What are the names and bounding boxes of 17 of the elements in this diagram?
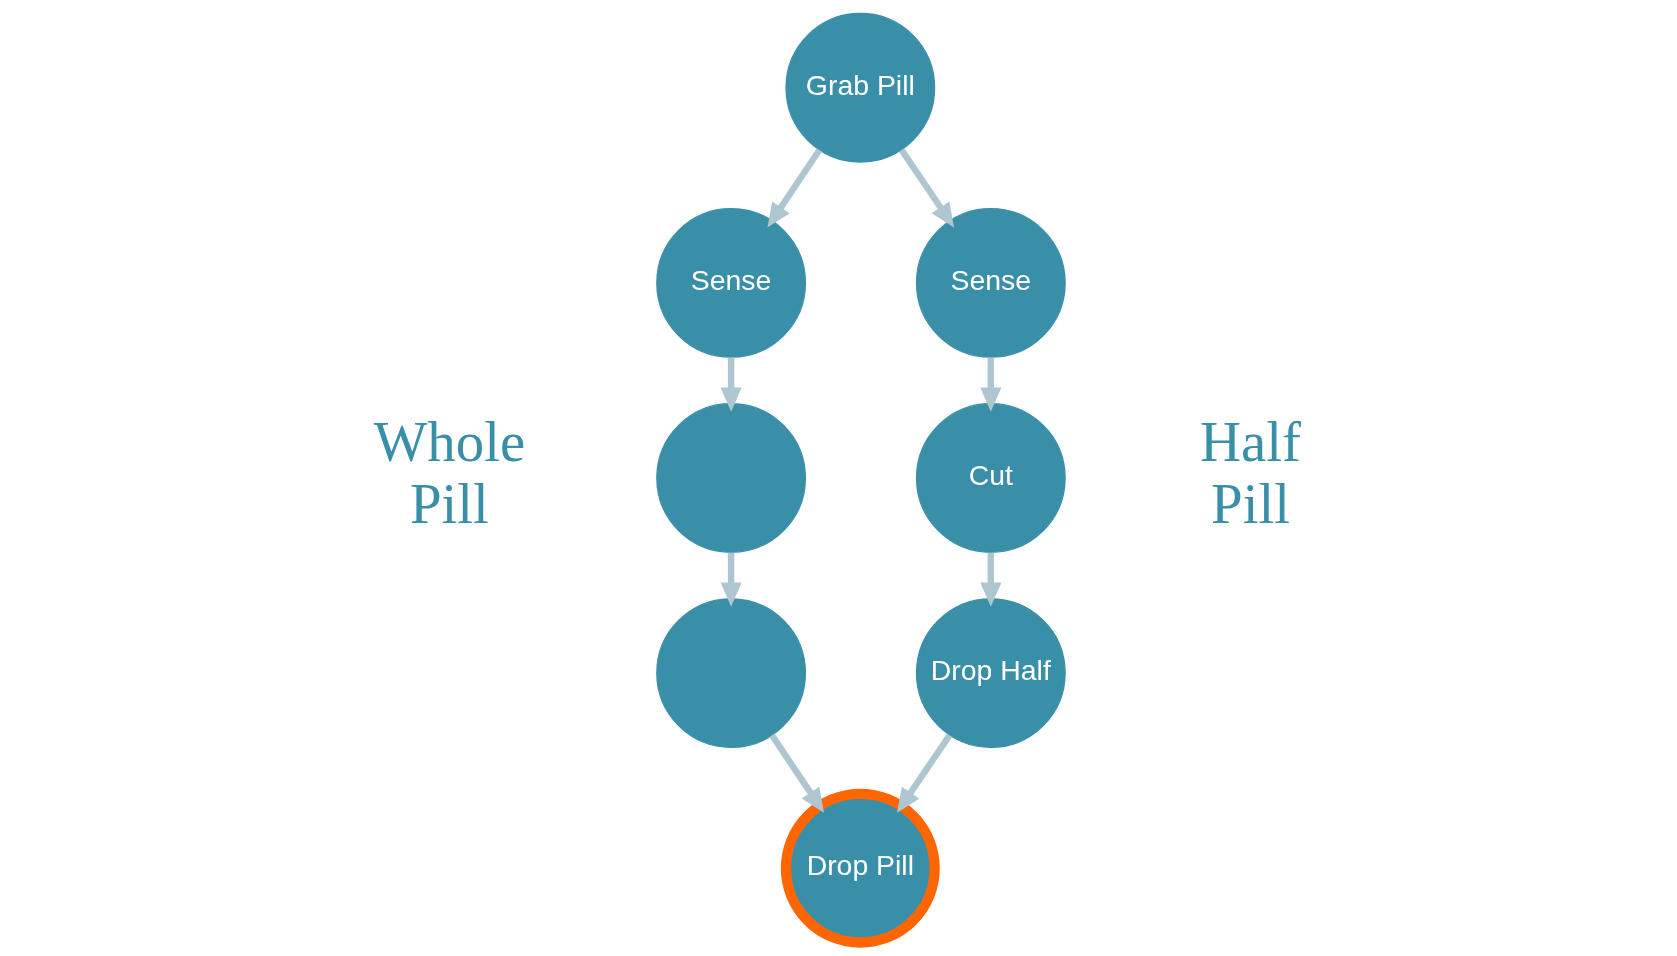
- arrow: [766, 148, 822, 228]
- node-circle: Grab Pill: [784, 12, 935, 163]
- arrow: [720, 552, 742, 607]
- label: Whole Pill: [373, 410, 525, 536]
- arrow: [898, 148, 954, 228]
- node-circle: Sense: [655, 207, 806, 358]
- arrow: [768, 733, 824, 813]
- node-circle: Drop Half: [915, 598, 1066, 749]
- label: Half Pill: [1199, 410, 1301, 536]
- node-circle: [655, 598, 806, 749]
- arrow: [896, 733, 952, 813]
- arrow: [720, 357, 742, 412]
- node-circle: [655, 403, 806, 553]
- arrow: [979, 357, 1001, 412]
- arrow: [979, 552, 1001, 607]
- node-circle: Sense: [915, 207, 1066, 358]
- node-circle: Cut: [915, 403, 1066, 553]
